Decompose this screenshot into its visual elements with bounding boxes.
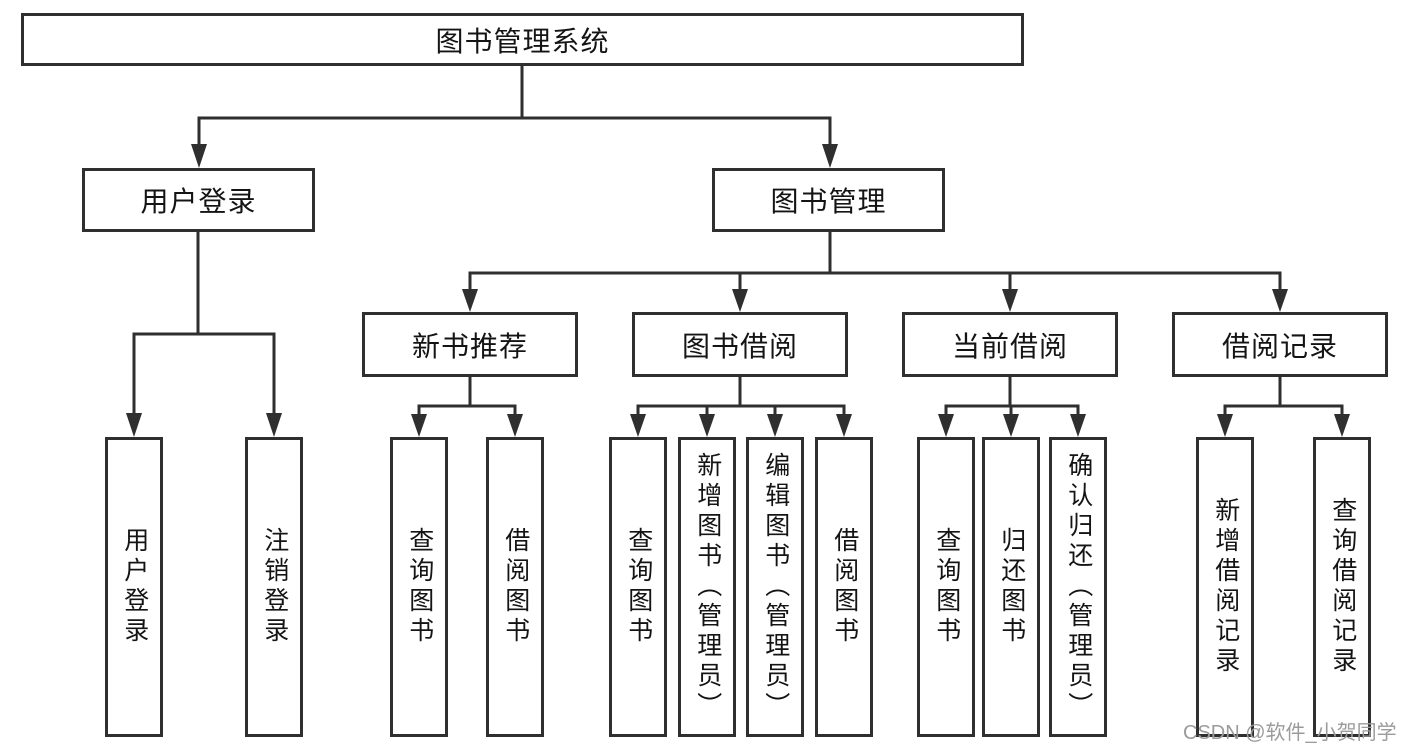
leaf-borrow-query: 查询图书 [609, 437, 667, 737]
node-book-borrow-label: 图书借阅 [681, 330, 798, 362]
leaf-user-login: 用户登录 [105, 437, 163, 737]
leaf-records-query-label: 查询借阅记录 [1328, 497, 1357, 677]
leaf-newbooks-query: 查询图书 [390, 437, 448, 737]
leaf-current-query-label: 查询图书 [932, 527, 961, 647]
leaf-current-query: 查询图书 [917, 437, 975, 737]
leaf-records-add: 新增借阅记录 [1196, 437, 1254, 737]
leaf-newbooks-borrow: 借阅图书 [486, 437, 544, 737]
node-borrow-records: 借阅记录 [1172, 312, 1388, 377]
edge-root-to-level2 [191, 66, 838, 168]
node-user-login: 用户登录 [82, 168, 315, 232]
leaf-borrow-edit-admin: 编辑图书（管理员） [746, 437, 804, 737]
edge-newbooks-to-leaves [411, 377, 523, 437]
leaf-logout: 注销登录 [245, 437, 303, 737]
edge-borrowrecords-to-leaves [1217, 377, 1350, 437]
leaf-current-return: 归还图书 [982, 437, 1040, 737]
leaf-user-login-label: 用户登录 [120, 527, 149, 647]
leaf-logout-label: 注销登录 [260, 527, 289, 647]
watermark: CSDN @软件_小贺同学 [1183, 722, 1397, 744]
node-current-borrow-label: 当前借阅 [951, 330, 1068, 362]
leaf-current-confirm-admin: 确认归还（管理员） [1049, 437, 1107, 737]
node-book-management: 图书管理 [712, 168, 945, 232]
leaf-current-return-label: 归还图书 [997, 527, 1026, 647]
leaf-newbooks-borrow-label: 借阅图书 [501, 527, 530, 647]
node-new-book-recommend: 新书推荐 [362, 312, 578, 377]
leaf-borrow-add-admin-label: 新增图书（管理员） [693, 452, 722, 722]
edge-bookborrow-to-leaves [630, 377, 852, 437]
leaf-borrow-edit-admin-label: 编辑图书（管理员） [761, 452, 790, 722]
leaf-newbooks-query-label: 查询图书 [405, 527, 434, 647]
node-new-book-recommend-label: 新书推荐 [411, 330, 528, 362]
edge-currentborrow-to-leaves [938, 377, 1086, 437]
leaf-current-confirm-admin-label: 确认归还（管理员） [1064, 452, 1093, 722]
node-root: 图书管理系统 [21, 13, 1024, 66]
leaf-borrow-book-label: 借阅图书 [830, 527, 859, 647]
leaf-borrow-book: 借阅图书 [815, 437, 873, 737]
leaf-borrow-add-admin: 新增图书（管理员） [678, 437, 736, 737]
leaf-records-add-label: 新增借阅记录 [1211, 497, 1240, 677]
node-book-management-label: 图书管理 [770, 186, 887, 217]
leaf-borrow-query-label: 查询图书 [624, 527, 653, 647]
node-current-borrow: 当前借阅 [902, 312, 1118, 377]
node-root-label: 图书管理系统 [435, 25, 610, 57]
edge-bookmgmt-to-level3 [462, 232, 1288, 312]
edge-userlogin-to-leaves [126, 232, 282, 437]
node-borrow-records-label: 借阅记录 [1221, 330, 1338, 362]
node-book-borrow: 图书借阅 [632, 312, 848, 377]
leaf-records-query: 查询借阅记录 [1313, 437, 1371, 737]
node-user-login-label: 用户登录 [140, 186, 257, 217]
